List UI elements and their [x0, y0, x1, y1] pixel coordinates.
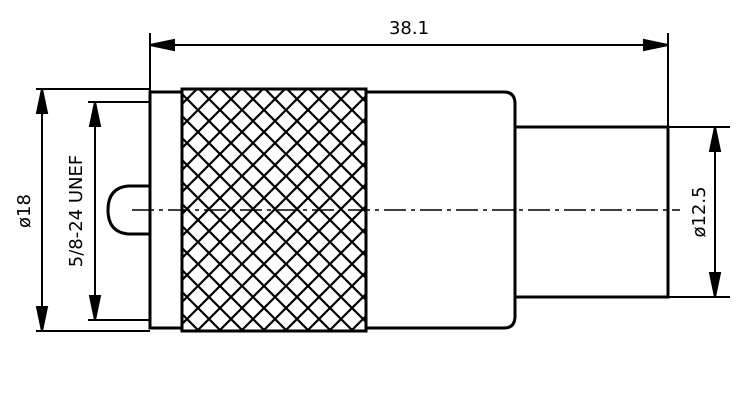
extension-lines: [36, 33, 730, 332]
nut-diameter-label: ø18: [14, 194, 35, 228]
center-pin: [106, 184, 150, 236]
body-diameter-label: ø12.5: [689, 186, 710, 237]
length-dimension-label: 38.1: [389, 18, 429, 39]
dimension-lines: [35, 38, 722, 332]
tail-tube: [513, 125, 670, 299]
thread-spec-label: 5/8-24 UNEF: [66, 155, 87, 267]
